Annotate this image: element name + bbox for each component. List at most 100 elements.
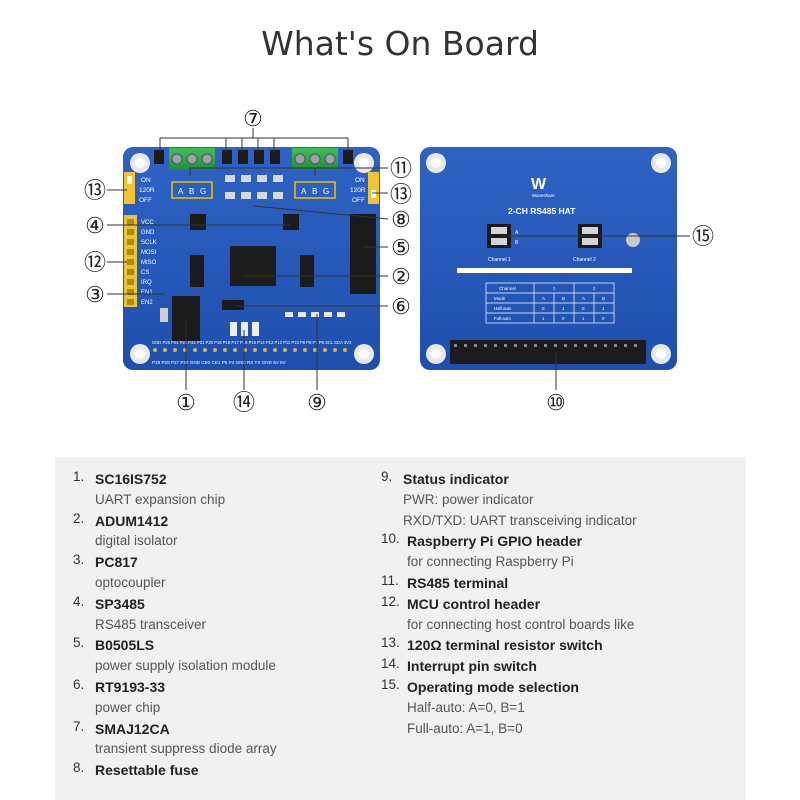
item-desc: RXD/TXD: UART transceiving indicator — [403, 512, 637, 528]
table-cell: 0 — [582, 306, 585, 311]
item-number: 11. — [381, 572, 399, 588]
back-board: W Waveshare 2-CH RS485 HAT A B Channel 1… — [420, 147, 677, 370]
mounting-holes-front — [130, 153, 374, 364]
switch1-letter-b: B — [515, 240, 519, 246]
item-desc: RS485 transceiver — [95, 616, 207, 632]
terminal1-letter-a: A — [178, 187, 184, 196]
mcu-control-header — [124, 215, 137, 307]
callout-1: ① — [176, 390, 196, 415]
item-desc: Half-auto: A=0, B=1 — [407, 699, 525, 715]
terminal-resistor-switch-left — [124, 172, 135, 204]
item-number: 13. — [381, 635, 400, 651]
item-name: RT9193-33 — [95, 678, 166, 695]
item-number: 8. — [73, 760, 85, 776]
table-cell: 0 — [562, 316, 565, 321]
item-name: Raspberry Pi GPIO header — [407, 533, 583, 550]
callout-5: ⑤ — [391, 235, 411, 260]
mcu-pin-vcc: VCC — [141, 220, 154, 226]
mode-table — [485, 282, 615, 324]
item-desc: Full-auto: A=1, B=0 — [407, 720, 523, 736]
item-number: 9. — [381, 469, 393, 484]
table-header-1: 1 — [553, 286, 556, 291]
item-name: B0505LS — [95, 637, 155, 654]
gpio-bottom-labels: P29 P28 P27 P26 GND CE0 CE1 P5 P4 GND RX… — [152, 360, 287, 365]
channel-2-label: Channel 2 — [573, 257, 596, 263]
gpio-top-labels: GND P25 P24 P23 P22 P21 P20 P19 P18 P17 … — [152, 340, 352, 345]
back-capacitor — [626, 233, 640, 247]
item-name: SP3485 — [95, 595, 145, 612]
list-item: 14.Interrupt pin switch — [381, 656, 731, 677]
table-header-channel: Channel — [499, 286, 516, 291]
item-number: 4. — [73, 593, 85, 609]
item-number: 1. — [73, 469, 85, 484]
switch-right-off: OFF — [352, 197, 365, 204]
mcu-pin-miso: MISO — [141, 260, 157, 266]
switch-right-120r: 120R — [350, 187, 366, 194]
mcu-pin-gnd: GND — [141, 230, 155, 236]
front-board: A B G A B G ON 120R OFF ON 120R OFF — [123, 147, 380, 370]
callout-7: ⑦ — [243, 106, 263, 131]
callout-14: ⑭ — [233, 390, 255, 415]
callout-4: ④ — [85, 213, 105, 238]
terminal2-letter-g: G — [323, 187, 329, 196]
switch-left-on: ON — [141, 177, 151, 184]
mcu-pin-mosi: MOSI — [141, 250, 157, 256]
callout-2: ② — [391, 264, 411, 289]
callout-13-left: ⑬ — [84, 178, 106, 203]
terminal2-letter-b: B — [312, 187, 317, 196]
board-name: 2-CH RS485 HAT — [508, 206, 576, 216]
item-name: Resettable fuse — [95, 762, 199, 779]
switch-left-off: OFF — [139, 197, 152, 204]
mcu-pin-sclk: SCLK — [141, 240, 157, 246]
mcu-pin-cs: CS — [141, 270, 149, 276]
item-name: Operating mode selection — [407, 678, 579, 695]
terminal1-letter-g: G — [200, 187, 206, 196]
item-desc: for connecting host control boards like — [407, 616, 635, 632]
terminal2-letter-a: A — [301, 187, 307, 196]
status-indicators — [285, 312, 345, 317]
item-number: 10. — [381, 531, 400, 547]
callout-9: ⑨ — [307, 390, 327, 415]
item-name: MCU control header — [407, 595, 541, 612]
callout-15: ⑮ — [692, 224, 714, 249]
callout-10: ⑩ — [546, 390, 566, 415]
callout-8: ⑧ — [391, 207, 411, 232]
terminal-resistor-switch-right — [368, 172, 379, 204]
item-number: 2. — [73, 510, 85, 526]
item-number: 5. — [73, 635, 85, 651]
waveshare-logo: W — [531, 176, 547, 193]
table-cell: 1 — [542, 316, 545, 321]
table-sub-mode: Mode — [494, 296, 506, 301]
table-cell: 1 — [602, 306, 605, 311]
callout-12: ⑫ — [84, 250, 106, 275]
table-cell: 1 — [582, 316, 585, 321]
item-number: 3. — [73, 552, 85, 568]
item-desc: transient suppress diode array — [95, 741, 277, 757]
rs485-terminal-2 — [292, 148, 338, 170]
raspberry-pi-gpio-header — [450, 340, 646, 364]
list-item: 8. Resettable fuse — [73, 760, 393, 781]
item-number: 6. — [73, 676, 85, 692]
mcu-pin-en1: EN1 — [141, 290, 153, 296]
table-sub-a1: A — [542, 296, 545, 301]
item-name: ADUM1412 — [95, 512, 169, 529]
switch-left-120r: 120R — [139, 187, 155, 194]
adum1412-chips — [190, 255, 314, 287]
item-number: 15. — [381, 676, 400, 692]
interrupt-pin-switch — [230, 322, 259, 336]
list-item: 13.120Ω terminal resistor switch — [381, 635, 731, 656]
sc16is752-chip — [230, 246, 276, 286]
table-cell: 0 — [542, 306, 545, 311]
item-desc: UART expansion chip — [95, 491, 226, 507]
callout-13-right: ⑬ — [390, 182, 412, 207]
item-number: 12. — [381, 593, 400, 609]
item-name: SC16IS752 — [95, 471, 167, 487]
callout-11: ⑪ — [390, 156, 412, 181]
item-name: RS485 terminal — [407, 574, 509, 591]
item-desc: for connecting Raspberry Pi — [407, 554, 574, 570]
